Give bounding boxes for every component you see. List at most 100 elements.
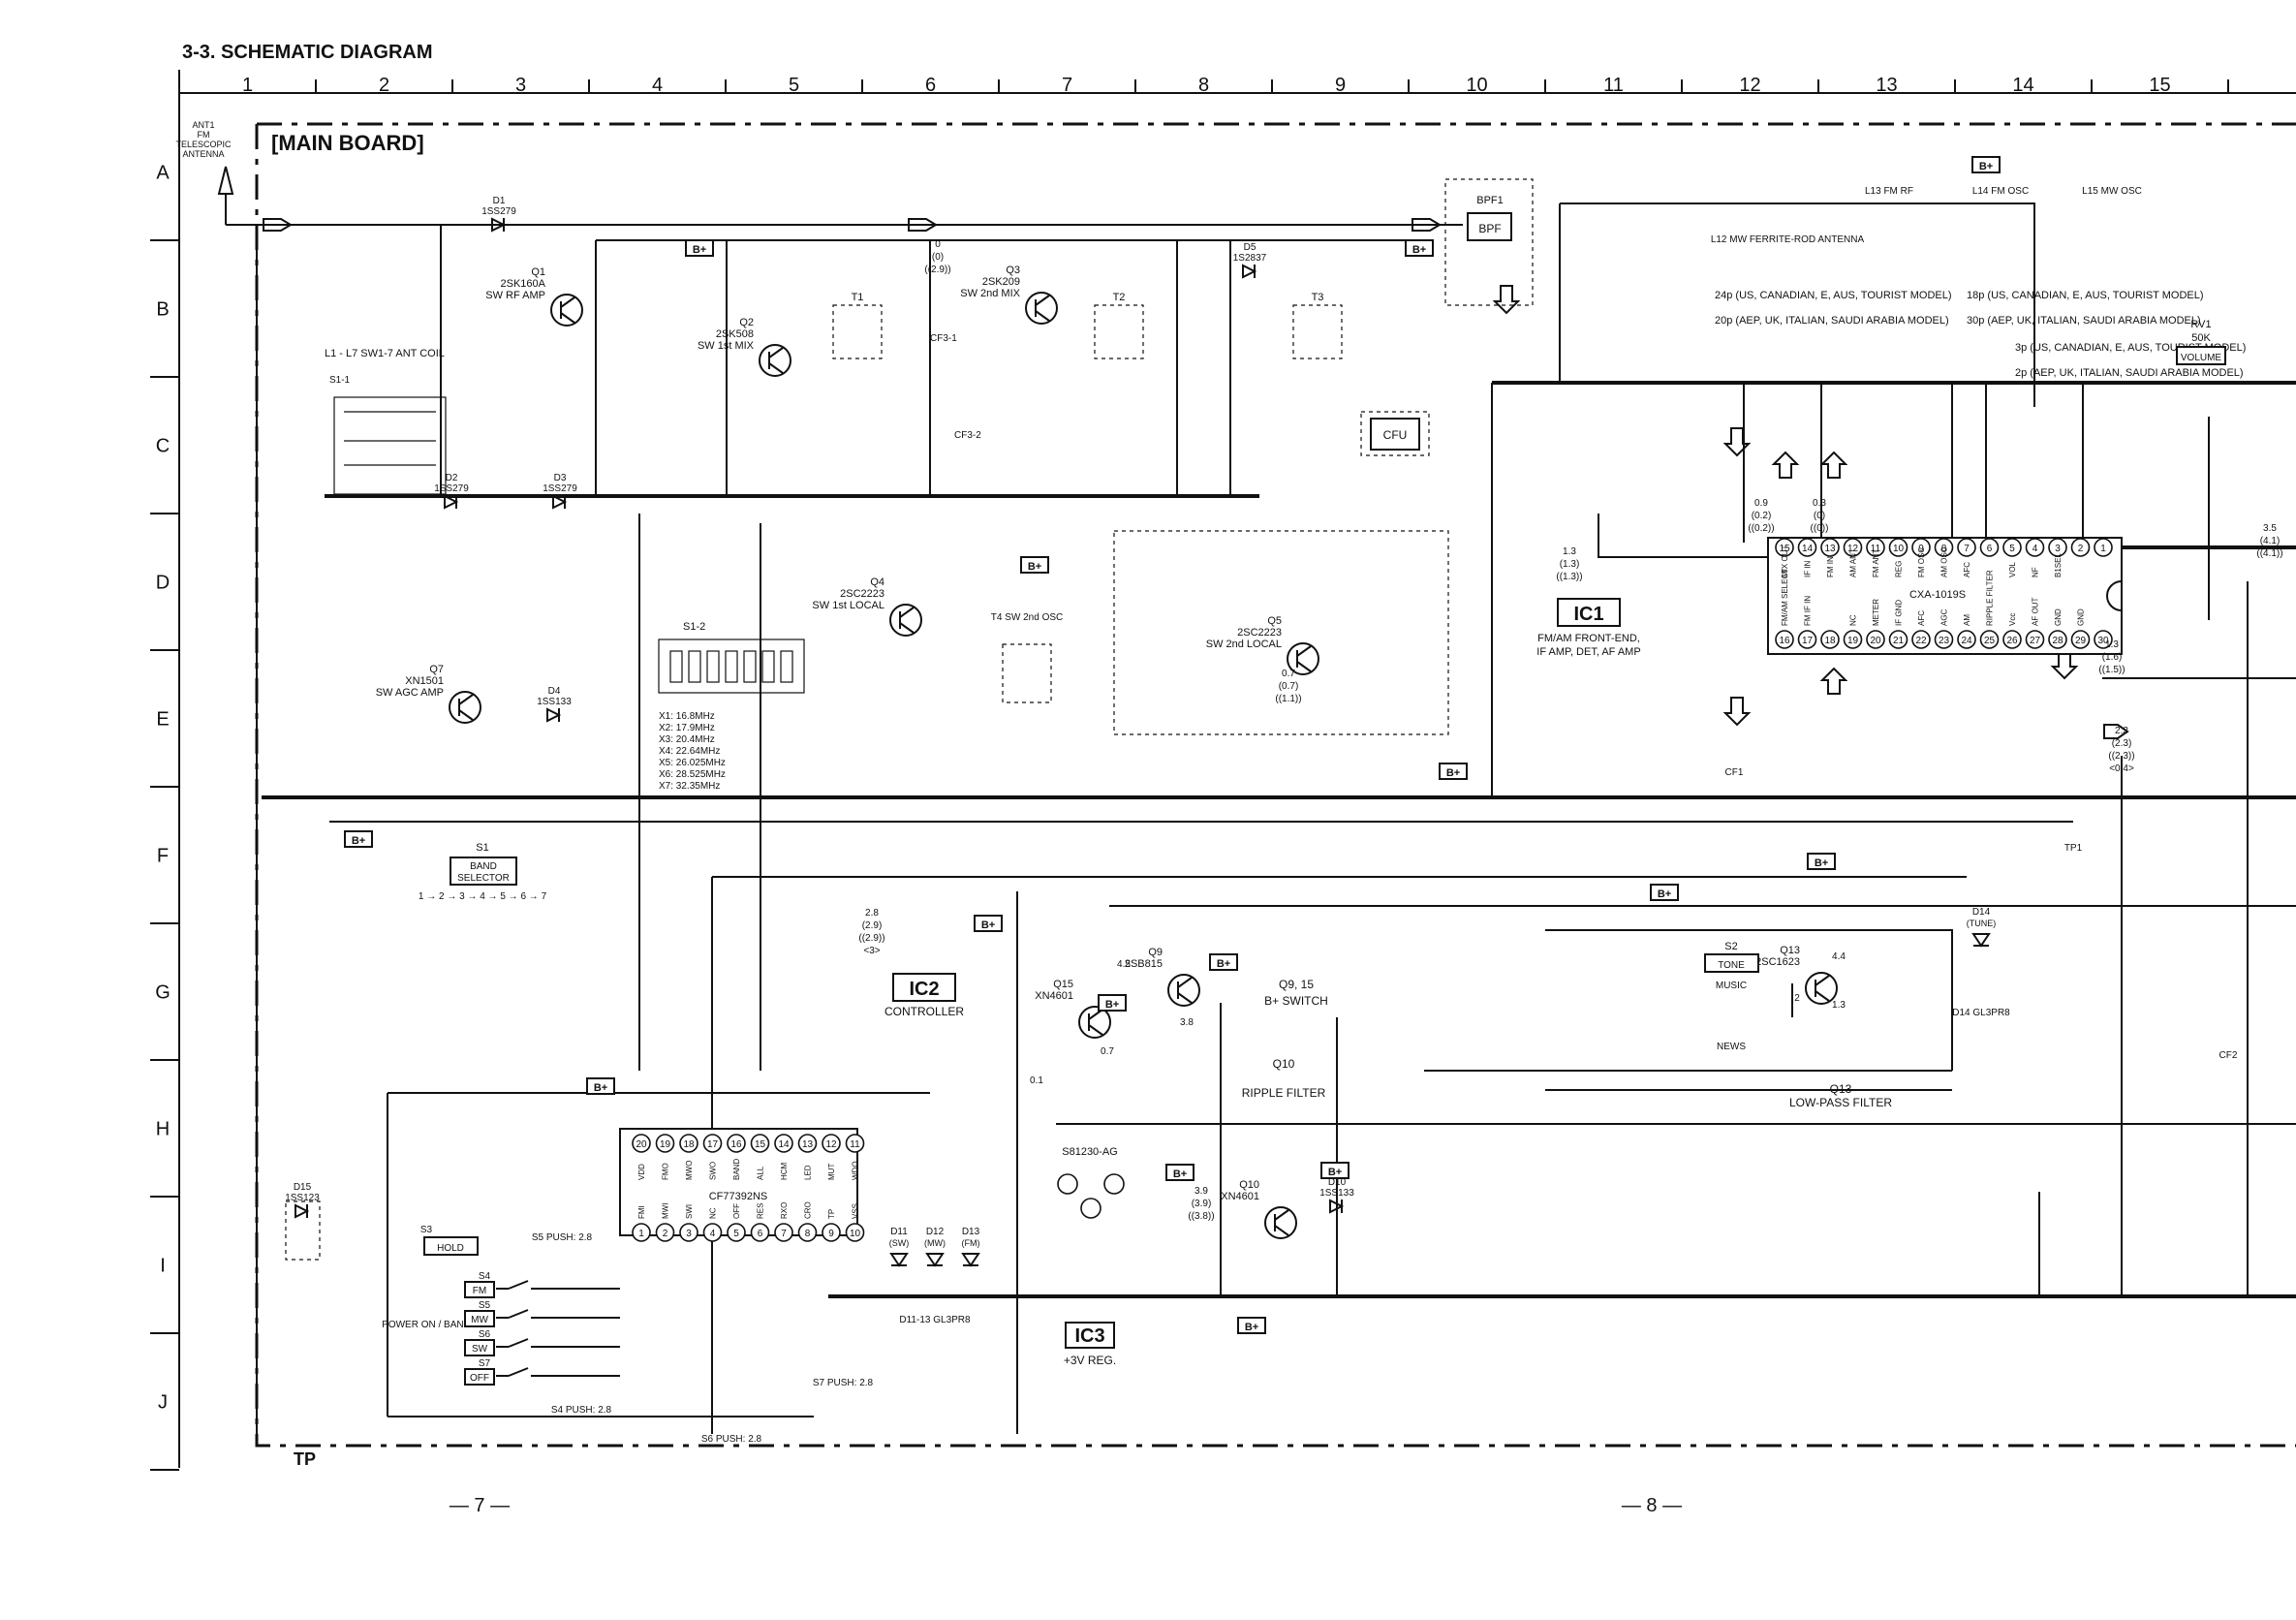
ic3-block: IC3 +3V REG. S81230-AG [1057,1146,1125,1367]
ic1-pin-name-top: FM IN [1826,556,1835,577]
ic2-pin-name-bottom: TP [827,1209,836,1219]
s1-label2: SELECTOR [457,873,510,884]
ic1-pin-bottom: 18 [1824,636,1836,646]
ic2-id: IC2 [909,979,939,1000]
transistor-role: SW 2nd MIX [960,288,1020,299]
ic1-pin-bottom: 17 [1802,636,1814,646]
s1-2-label: S1-2 [683,621,705,633]
switch-ref: S5 [479,1300,491,1311]
led-ref: D14 [1972,907,1991,918]
voltage-reading: (0.2) [1752,511,1772,521]
transistor-role: SW 2nd LOCAL [1206,639,1282,650]
led-ref: D12 [926,1227,945,1237]
voltage-reading: 2.3 [2115,726,2128,736]
diode-ref: D15 [294,1182,312,1193]
column-label: 14 [2012,75,2033,96]
ic2-pin-top: 20 [636,1139,647,1150]
diode-ref: D4 [548,686,561,697]
ic2-pin-name-bottom: SWI [685,1204,694,1219]
row-label: G [155,982,171,1004]
ic1-pin-name-top: AFC [1963,562,1971,577]
led-part-label: D11-13 GL3PR8 [899,1315,971,1325]
voltage-reading: 3.5 [2263,523,2277,534]
ic1-id: IC1 [1573,604,1603,625]
ic1-pin-bottom: 20 [1870,636,1881,646]
voltage-reading: (4.1) [2260,536,2280,546]
row-label: H [156,1119,170,1140]
column-label: 9 [1335,75,1346,96]
ic2-pin-name-bottom: RXO [780,1202,789,1219]
ic1-pin-name-top: IF IN [1804,560,1813,577]
transistor-part: XN1501 [405,675,444,687]
ic3-id: IC3 [1074,1325,1104,1347]
ic2-pin-top: 17 [707,1139,719,1150]
ic1-pin-bottom: 21 [1893,636,1905,646]
ic1-pin-bottom: 29 [2075,636,2087,646]
transistor-part: 2SC2223 [1237,627,1282,639]
ic1-pin-bottom: 23 [1939,636,1950,646]
ic2-desc: CONTROLLER [884,1005,964,1018]
led-label: (TUNE) [1967,919,1997,928]
transistor-part: 2SC1623 [1755,956,1800,968]
ic2-pin-bottom: 3 [686,1229,692,1239]
push-label: S6 PUSH: 2.8 [701,1434,762,1445]
voltage-reading: ((4.1)) [2256,548,2282,559]
led-part-label: D14 GL3PR8 [1952,1008,2010,1018]
push-label: S4 PUSH: 2.8 [551,1405,612,1416]
column-label: 12 [1739,75,1760,96]
ic1-pin-name-bottom: METER [1872,599,1880,626]
ic1-pin-top: 5 [2009,544,2015,554]
ant-coil-label: L1 - L7 SW1-7 ANT COIL [325,348,445,359]
ic1-desc1: FM/AM FRONT-END, [1537,633,1640,644]
bplus-tag: B+ [594,1082,607,1094]
ic1-pin-name-bottom: AFC [1917,610,1926,626]
ic2-pin-bottom: 8 [805,1229,811,1239]
led-label: (FM) [962,1238,980,1248]
voltage-reading: 0.7 [1101,1046,1114,1057]
transistor-ref: Q4 [870,576,884,588]
transistor-ref: Q9 [1148,947,1163,958]
band-selector-block: S1 BAND SELECTOR 1 → 2 → 3 → 4 → 5 → 6 →… [419,842,547,902]
rv1-volume: RV1 50K VOLUME [2176,319,2226,365]
ic1-pin-bottom: 25 [1984,636,1996,646]
cf2-label: CF2 [2219,1050,2238,1061]
model-note: 24p (US, CANADIAN, E, AUS, TOURIST MODEL… [1715,290,1952,301]
model-note: 18p (US, CANADIAN, E, AUS, TOURIST MODEL… [1967,290,2204,301]
voltage-reading: ((2.9)) [858,933,884,944]
bplus-tag: B+ [352,835,365,847]
model-note: 20p (AEP, UK, ITALIAN, SAUDI ARABIA MODE… [1715,315,1949,327]
s2-ref: S2 [1724,941,1737,952]
ferrite-antenna-label: L12 MW FERRITE-ROD ANTENNA [1711,234,1865,245]
ic1-pin-name-bottom: GND [2054,608,2063,626]
ic1-pin-name-bottom: RIPPLE FILTER [1986,570,1995,626]
ic2-pin-bottom: 4 [710,1229,716,1239]
row-label: C [156,436,170,457]
transistor-ref: Q13 [1780,945,1800,956]
ic2-pin-name-top: BAND [732,1159,741,1180]
ic3-desc: +3V REG. [1064,1354,1116,1367]
q10-label: Q10 [1273,1057,1295,1071]
bpf1-ref: BPF1 [1476,195,1504,206]
wiring [226,202,2296,1434]
ic2-pin-bottom: 5 [733,1229,739,1239]
ic2-part: CF77392NS [709,1191,768,1202]
transistor-ref: Q10 [1239,1179,1259,1191]
bplus-tags: B+B+B+B+B+B+B+B+B+B+B+B+B+B+B+ [344,156,2001,1334]
bplus-tag: B+ [693,244,706,256]
ic1-pin-top: 3 [2055,544,2061,554]
t4-label: T4 SW 2nd OSC [991,612,1063,623]
voltage-reading: (1.6) [2102,652,2123,663]
ic2-pin-name-bottom: VSS [852,1203,860,1219]
ic2-pin-top: 18 [683,1139,695,1150]
ic1-pin-name-top: REG [1895,561,1904,577]
column-label: 11 [1603,75,1624,96]
column-label: 13 [1876,75,1897,96]
switch-label: MW [471,1315,488,1325]
bpf1-label: BPF [1478,222,1501,235]
switch-ref: S7 [479,1358,491,1369]
transistor-part: 2SK209 [982,276,1020,288]
voltage-reading: 1.3 [2105,639,2119,650]
